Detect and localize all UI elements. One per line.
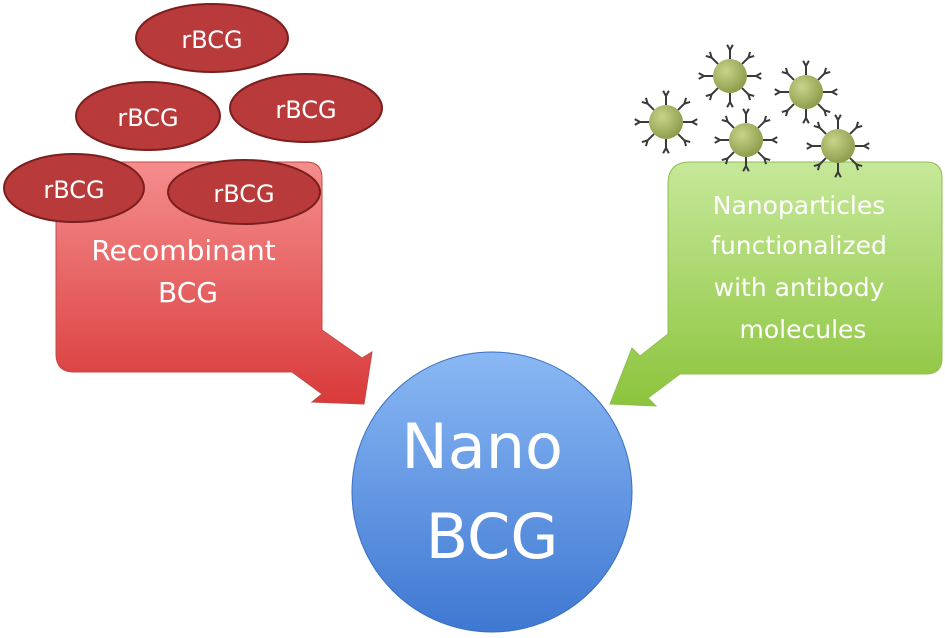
- recombinant-bcg-callout: Recombinant BCG: [55, 161, 373, 405]
- rbcg-label: rBCG: [43, 176, 104, 204]
- nanoparticle: [806, 114, 870, 178]
- nanoparticles-label: Nanoparticles functionalized with antibo…: [711, 191, 895, 344]
- rbcg-label: rBCG: [213, 180, 274, 208]
- nano-bcg-label: Nano BCG: [401, 410, 582, 573]
- rbcg-ellipse: rBCG: [135, 3, 289, 73]
- rbcg-ellipse: rBCG: [167, 159, 321, 225]
- right-line-2: functionalized: [711, 231, 887, 260]
- left-line-2: BCG: [158, 276, 218, 309]
- nanoparticles-callout: Nanoparticles functionalized with antibo…: [609, 161, 943, 407]
- nano-bcg-circle: Nano BCG: [351, 351, 633, 633]
- nanoparticle: [634, 90, 698, 154]
- recombinant-bcg-label: Recombinant BCG: [91, 234, 284, 309]
- right-line-1: Nanoparticles: [713, 191, 885, 220]
- right-line-3: with antibody: [714, 273, 885, 302]
- right-line-4: molecules: [740, 315, 867, 344]
- rbcg-ellipse: rBCG: [229, 73, 383, 143]
- rbcg-ellipse: rBCG: [75, 81, 221, 151]
- left-line-1: Recombinant: [91, 234, 275, 267]
- nanoparticle: [698, 44, 762, 108]
- center-line-2: BCG: [426, 500, 559, 573]
- rbcg-ellipse: rBCG: [3, 153, 145, 223]
- center-line-1: Nano: [401, 410, 563, 483]
- rbcg-label: rBCG: [275, 96, 336, 124]
- nanoparticle: [714, 108, 778, 172]
- rbcg-ellipse-group: rBCG rBCG rBCG rBCG rBCG: [3, 3, 383, 225]
- nanoparticle: [774, 60, 838, 124]
- rbcg-label: rBCG: [117, 104, 178, 132]
- nanoparticle-group: [634, 44, 870, 178]
- rbcg-label: rBCG: [181, 26, 242, 54]
